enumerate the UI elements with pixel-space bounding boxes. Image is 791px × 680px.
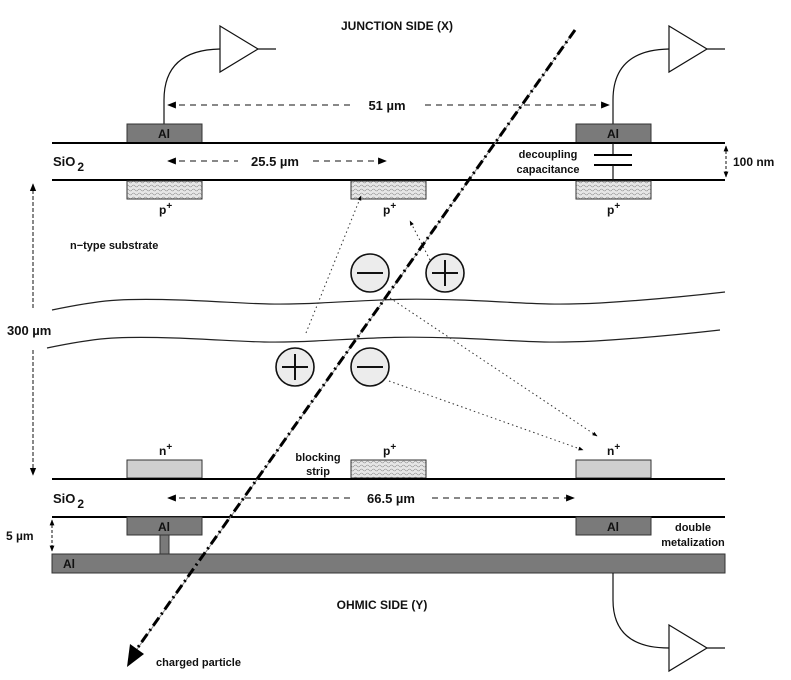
n-plus-implant-right bbox=[575, 459, 652, 479]
amplifier-left-top bbox=[163, 24, 276, 124]
decoupling-label-2: capacitance bbox=[517, 164, 580, 176]
double-metalization-label-2: metalization bbox=[661, 537, 725, 549]
p-plus-implant-left bbox=[126, 180, 203, 200]
via-connection bbox=[159, 534, 170, 555]
al-strip-bottom-right bbox=[575, 516, 652, 536]
break-line-lower bbox=[46, 329, 721, 349]
junction-side-title: JUNCTION SIDE (X) bbox=[341, 19, 453, 33]
strip-pitch-label: 51 µm bbox=[368, 98, 405, 113]
electron-carrier-lower bbox=[350, 347, 390, 387]
p-plus-implant-middle bbox=[350, 180, 427, 200]
double-metal-gap-label: 5 µm bbox=[6, 529, 34, 543]
n-plus-implant-left bbox=[126, 459, 203, 479]
amplifier-right-top bbox=[612, 24, 725, 124]
substrate-thickness-label: 300 µm bbox=[7, 323, 51, 338]
electron-carrier-upper bbox=[350, 253, 390, 293]
electron-drift-path-upper bbox=[389, 297, 598, 437]
charged-particle-track bbox=[127, 29, 577, 667]
ohmic-pitch-label: 66.5 µm bbox=[367, 491, 415, 506]
decoupling-label-1: decoupling bbox=[519, 149, 578, 161]
oxide-thickness-label: 100 nm bbox=[733, 155, 774, 169]
p-plus-implant-right bbox=[575, 180, 652, 200]
electron-drift-path-lower bbox=[388, 380, 584, 451]
hole-carrier-upper bbox=[425, 253, 465, 293]
p-plus-label-middle: p+ bbox=[383, 201, 396, 217]
al-strip-top-left-label: Al bbox=[158, 127, 170, 141]
p-plus-label-right: p+ bbox=[607, 201, 620, 217]
al-readout-line bbox=[51, 553, 726, 574]
al-strip-top-right-label: Al bbox=[607, 127, 619, 141]
hole-carrier-lower bbox=[275, 347, 315, 387]
blocking-strip-label-1: blocking bbox=[295, 452, 340, 464]
blocking-strip-label-2: strip bbox=[306, 466, 330, 478]
charged-particle-label: charged particle bbox=[156, 657, 241, 669]
double-metalization-label-1: double bbox=[675, 522, 711, 534]
ohmic-side-title: OHMIC SIDE (Y) bbox=[337, 598, 428, 612]
al-strip-bottom-right-label: Al bbox=[607, 520, 619, 534]
n-plus-label-left: n+ bbox=[159, 442, 172, 458]
p-plus-blocking-strip bbox=[350, 459, 427, 479]
hole-drift-path-right bbox=[409, 220, 431, 261]
al-readout-line-label: Al bbox=[63, 557, 75, 571]
p-plus-blocking-label: p+ bbox=[383, 442, 396, 458]
particle-arrowhead bbox=[127, 644, 144, 667]
break-line-upper bbox=[51, 291, 726, 311]
substrate-label: n−type substrate bbox=[70, 240, 158, 252]
n-plus-label-right: n+ bbox=[607, 442, 620, 458]
implant-pitch-label: 25.5 µm bbox=[251, 154, 299, 169]
al-strip-bottom-left-label: Al bbox=[158, 520, 170, 534]
amplifier-bottom bbox=[612, 573, 725, 673]
p-plus-label-left: p+ bbox=[159, 201, 172, 217]
